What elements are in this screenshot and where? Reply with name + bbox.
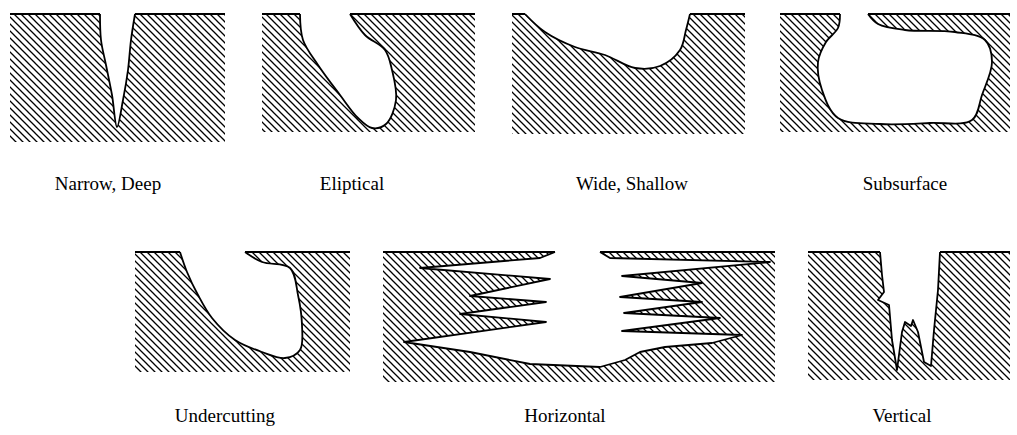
- pit-type-label: Vertical: [872, 405, 931, 428]
- pit-cavity: [300, 14, 396, 128]
- metal-section: [383, 252, 775, 382]
- metal-section: [808, 252, 1010, 380]
- pit-panel: [780, 14, 1010, 132]
- pit-panel: [10, 14, 225, 142]
- pit-panel: [262, 14, 475, 132]
- pit-cavity: [878, 252, 940, 370]
- pit-type-label: Eliptical: [320, 173, 384, 196]
- pit-cavity: [100, 14, 135, 127]
- pit-panel: [135, 252, 350, 372]
- metal-section: [512, 14, 745, 134]
- pit-type-label: Subsurface: [863, 173, 947, 196]
- pit-panel: [383, 252, 775, 382]
- pit-type-label: Horizontal: [524, 405, 605, 428]
- metal-section: [780, 14, 1010, 132]
- pit-type-label: Undercutting: [175, 405, 275, 428]
- surface-line: [780, 13, 1010, 15]
- pit-panel: [808, 252, 1010, 380]
- pit-cavity: [525, 14, 690, 69]
- metal-section: [10, 14, 225, 142]
- metal-section: [262, 14, 475, 132]
- pit-cavity: [180, 252, 302, 358]
- pit-cavity: [404, 252, 770, 367]
- surface-line: [262, 13, 475, 15]
- pit-panel: [512, 14, 745, 134]
- metal-section: [135, 252, 350, 372]
- pit-cavity: [818, 14, 992, 124]
- pit-type-label: Wide, Shallow: [576, 173, 688, 196]
- pit-type-label: Narrow, Deep: [55, 173, 161, 196]
